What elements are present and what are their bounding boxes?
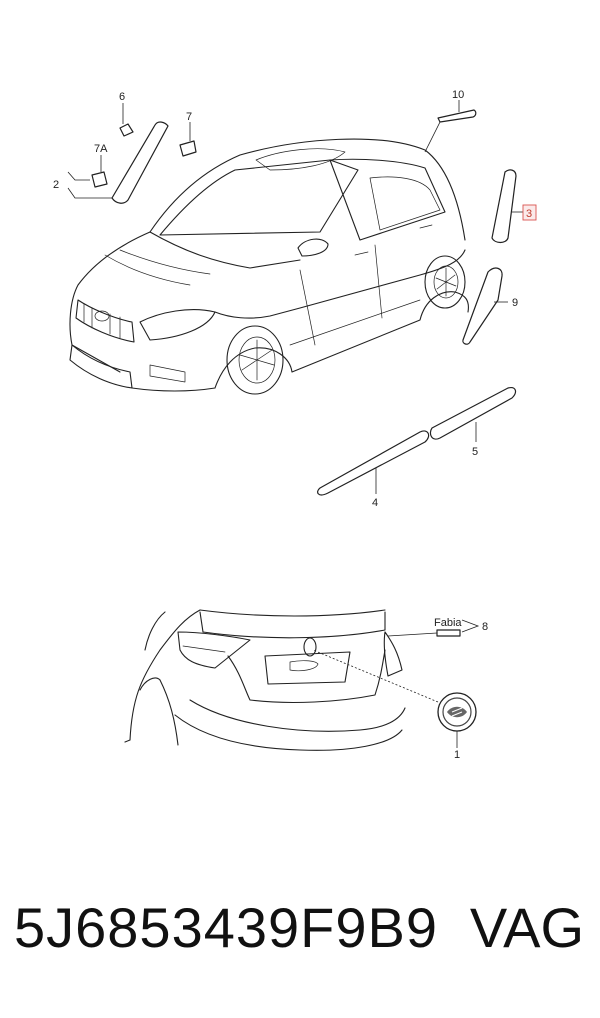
emblem-text: Fabia <box>434 617 462 629</box>
footer: 5J6853439F9B9 VAG <box>0 895 600 985</box>
callout-4: 4 <box>372 497 378 509</box>
part-emblem-8: Fabia <box>387 617 480 637</box>
part-screw-6 <box>119 103 134 137</box>
callout-7: 7 <box>186 111 192 123</box>
car-illustration <box>69 138 469 395</box>
callout-9: 9 <box>512 297 518 309</box>
part-a-pillar-trim <box>111 121 169 204</box>
callout-10: 10 <box>452 89 464 101</box>
part-pillar-trim-9 <box>462 267 508 345</box>
callout-1: 1 <box>454 749 460 761</box>
part-door-moulding-5 <box>429 387 517 442</box>
car-rear-illustration <box>124 609 406 751</box>
callout-8: 8 <box>482 621 488 633</box>
part-clip-7a <box>91 155 108 188</box>
part-door-moulding-4 <box>317 430 430 496</box>
part-badge-1 <box>312 649 477 748</box>
part-roof-strip-10 <box>424 100 477 153</box>
callout-3-highlight <box>522 204 537 221</box>
leader-2 <box>67 171 112 199</box>
part-clip-7 <box>179 122 197 157</box>
callout-7a: 7A <box>94 143 108 155</box>
callout-3: 3 <box>526 208 532 220</box>
part-number: 5J6853439F9B9 <box>14 896 439 959</box>
part-pillar-trim-3 <box>491 169 523 244</box>
callout-5: 5 <box>472 446 478 458</box>
brand-label: VAG <box>469 896 584 959</box>
callout-6: 6 <box>119 91 125 103</box>
callout-2: 2 <box>53 179 59 191</box>
